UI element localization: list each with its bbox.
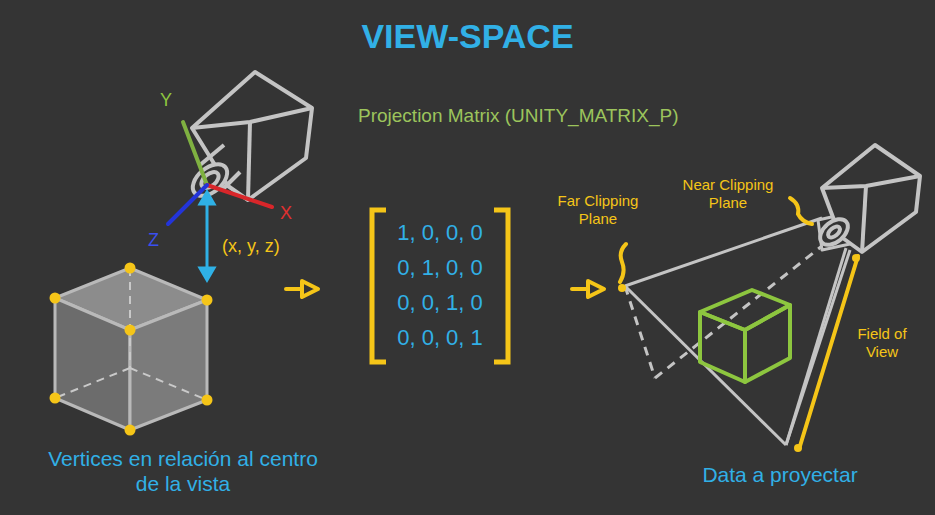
matrix-cell: 1, 0, 0, 0 (386, 220, 494, 246)
title: VIEW-SPACE (0, 16, 935, 57)
frustum (625, 214, 850, 445)
projected-cube (700, 290, 790, 382)
callout-bracket (620, 198, 858, 446)
caption-label: Vertices en relación al centro de la vis… (38, 446, 328, 496)
matrix-cell: 0, 0, 1, 0 (386, 290, 494, 316)
axes (168, 122, 272, 224)
callout-label: Far Clipping Plane (540, 192, 656, 228)
cube-illustration (50, 263, 213, 436)
callout-label: Near Clipping Plane (666, 176, 790, 212)
axis-label: Y (160, 90, 172, 112)
axis-label: X (280, 203, 292, 225)
callout-label: Field of View (842, 325, 922, 361)
matrix-cell: 0, 1, 0, 0 (386, 255, 494, 281)
caption-label: Data a proyectar (670, 462, 890, 487)
coordinate-label: (x, y, z) (222, 236, 280, 258)
callout-dot (618, 254, 860, 452)
axis-label: Z (148, 230, 159, 252)
distance-arrow (200, 192, 214, 280)
matrix-cell: 0, 0, 0, 1 (386, 325, 494, 351)
matrix-bracket (372, 210, 508, 362)
camera-icon (815, 145, 920, 252)
matrix-label: Projection Matrix (UNITY_MATRIX_P) (358, 105, 679, 128)
